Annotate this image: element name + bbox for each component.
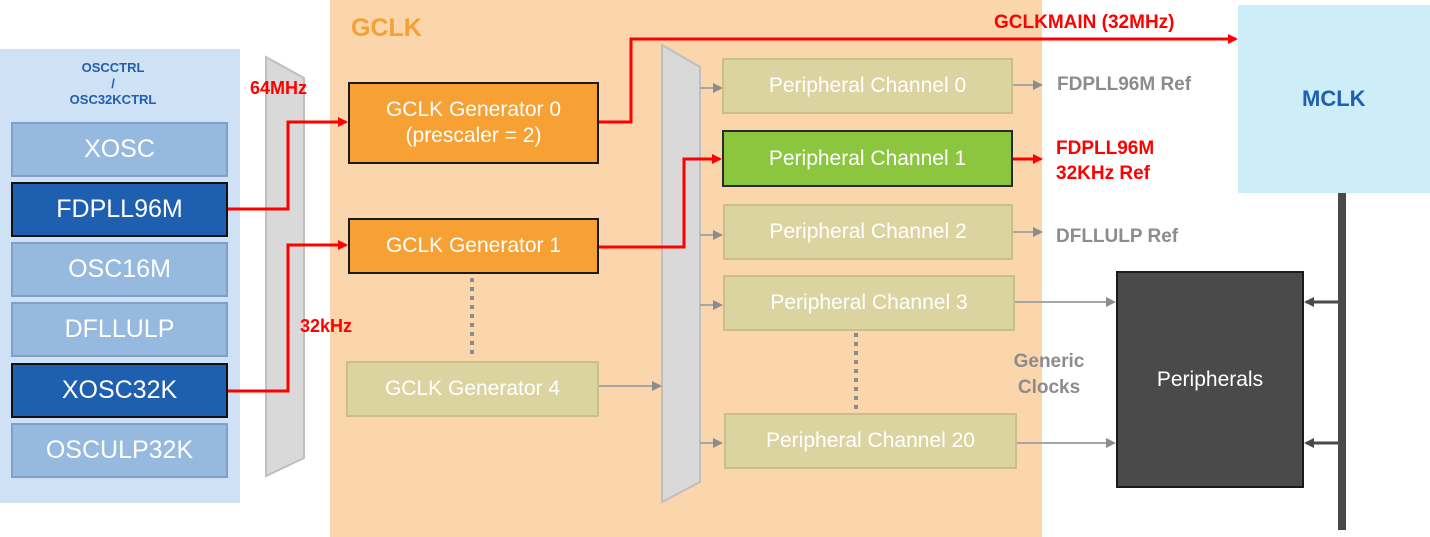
gen0-label: GCLK Generator 0: [385, 98, 562, 121]
ch2-output-label: DFLLULP Ref: [1056, 226, 1179, 247]
osc-osculp32k: OSCULP32K: [11, 423, 228, 478]
gclkmain-label: GCLKMAIN (32MHz): [994, 12, 1175, 33]
freq-32khz-label: 32kHz: [300, 316, 353, 336]
gclk-title: GCLK: [351, 14, 422, 42]
generic-clocks-label: Generic Clocks: [1000, 349, 1098, 401]
osc-fdpll96m: FDPLL96M: [11, 182, 228, 237]
peripheral-channel-0: Peripheral Channel 0: [722, 58, 1013, 114]
gen0-prescaler-label: (prescaler = 2): [405, 124, 542, 147]
osc-xosc: XOSC: [11, 122, 228, 177]
gclk-generator-4: GCLK Generator 4: [346, 361, 599, 417]
gen1-to-ch1-path: [599, 154, 722, 249]
gclk-generator-0: GCLK Generator 0 (prescaler = 2): [348, 82, 599, 164]
peripheral-channel-3: Peripheral Channel 3: [723, 275, 1015, 331]
freq-64mhz-label: 64MHz: [250, 78, 308, 98]
mclk-region: [1238, 5, 1430, 193]
generic-line1: Generic: [1013, 351, 1085, 372]
peripheral-channel-20: Peripheral Channel 20: [724, 413, 1017, 469]
gen0-to-mclk-path: [599, 34, 1238, 124]
mclk-title: MCLK: [1302, 86, 1366, 111]
osc-title-line1: OSCCTRL: [81, 60, 145, 75]
fdpll-to-gen0-path: [228, 117, 348, 211]
osc-dfllulp: DFLLULP: [11, 302, 228, 357]
channel-mux: [661, 43, 701, 504]
peripheral-channel-2: Peripheral Channel 2: [723, 204, 1013, 260]
peripherals-block: Peripherals: [1116, 271, 1304, 488]
osc-xosc32k: XOSC32K: [11, 363, 228, 418]
osc-group-title: OSCCTRL / OSC32KCTRL: [0, 60, 226, 108]
ch1-output-line1: FDPLL96M: [1056, 138, 1155, 159]
osc-mux: [265, 55, 305, 478]
osc-osc16m: OSC16M: [11, 242, 228, 297]
osc-title-line2: /: [111, 76, 115, 91]
ch1-output-line2: 32KHz Ref: [1056, 163, 1150, 184]
gclk-generator-1: GCLK Generator 1: [348, 218, 599, 274]
osc-title-line3: OSC32KCTRL: [69, 92, 157, 107]
generic-line2: Clocks: [1017, 377, 1081, 398]
ch1-output-label: FDPLL96M 32KHz Ref: [1056, 136, 1154, 186]
xosc32k-to-gen1-path: [228, 240, 348, 393]
peripheral-channel-1: Peripheral Channel 1: [722, 130, 1013, 187]
ch0-output-label: FDPLL96M Ref: [1057, 74, 1192, 95]
